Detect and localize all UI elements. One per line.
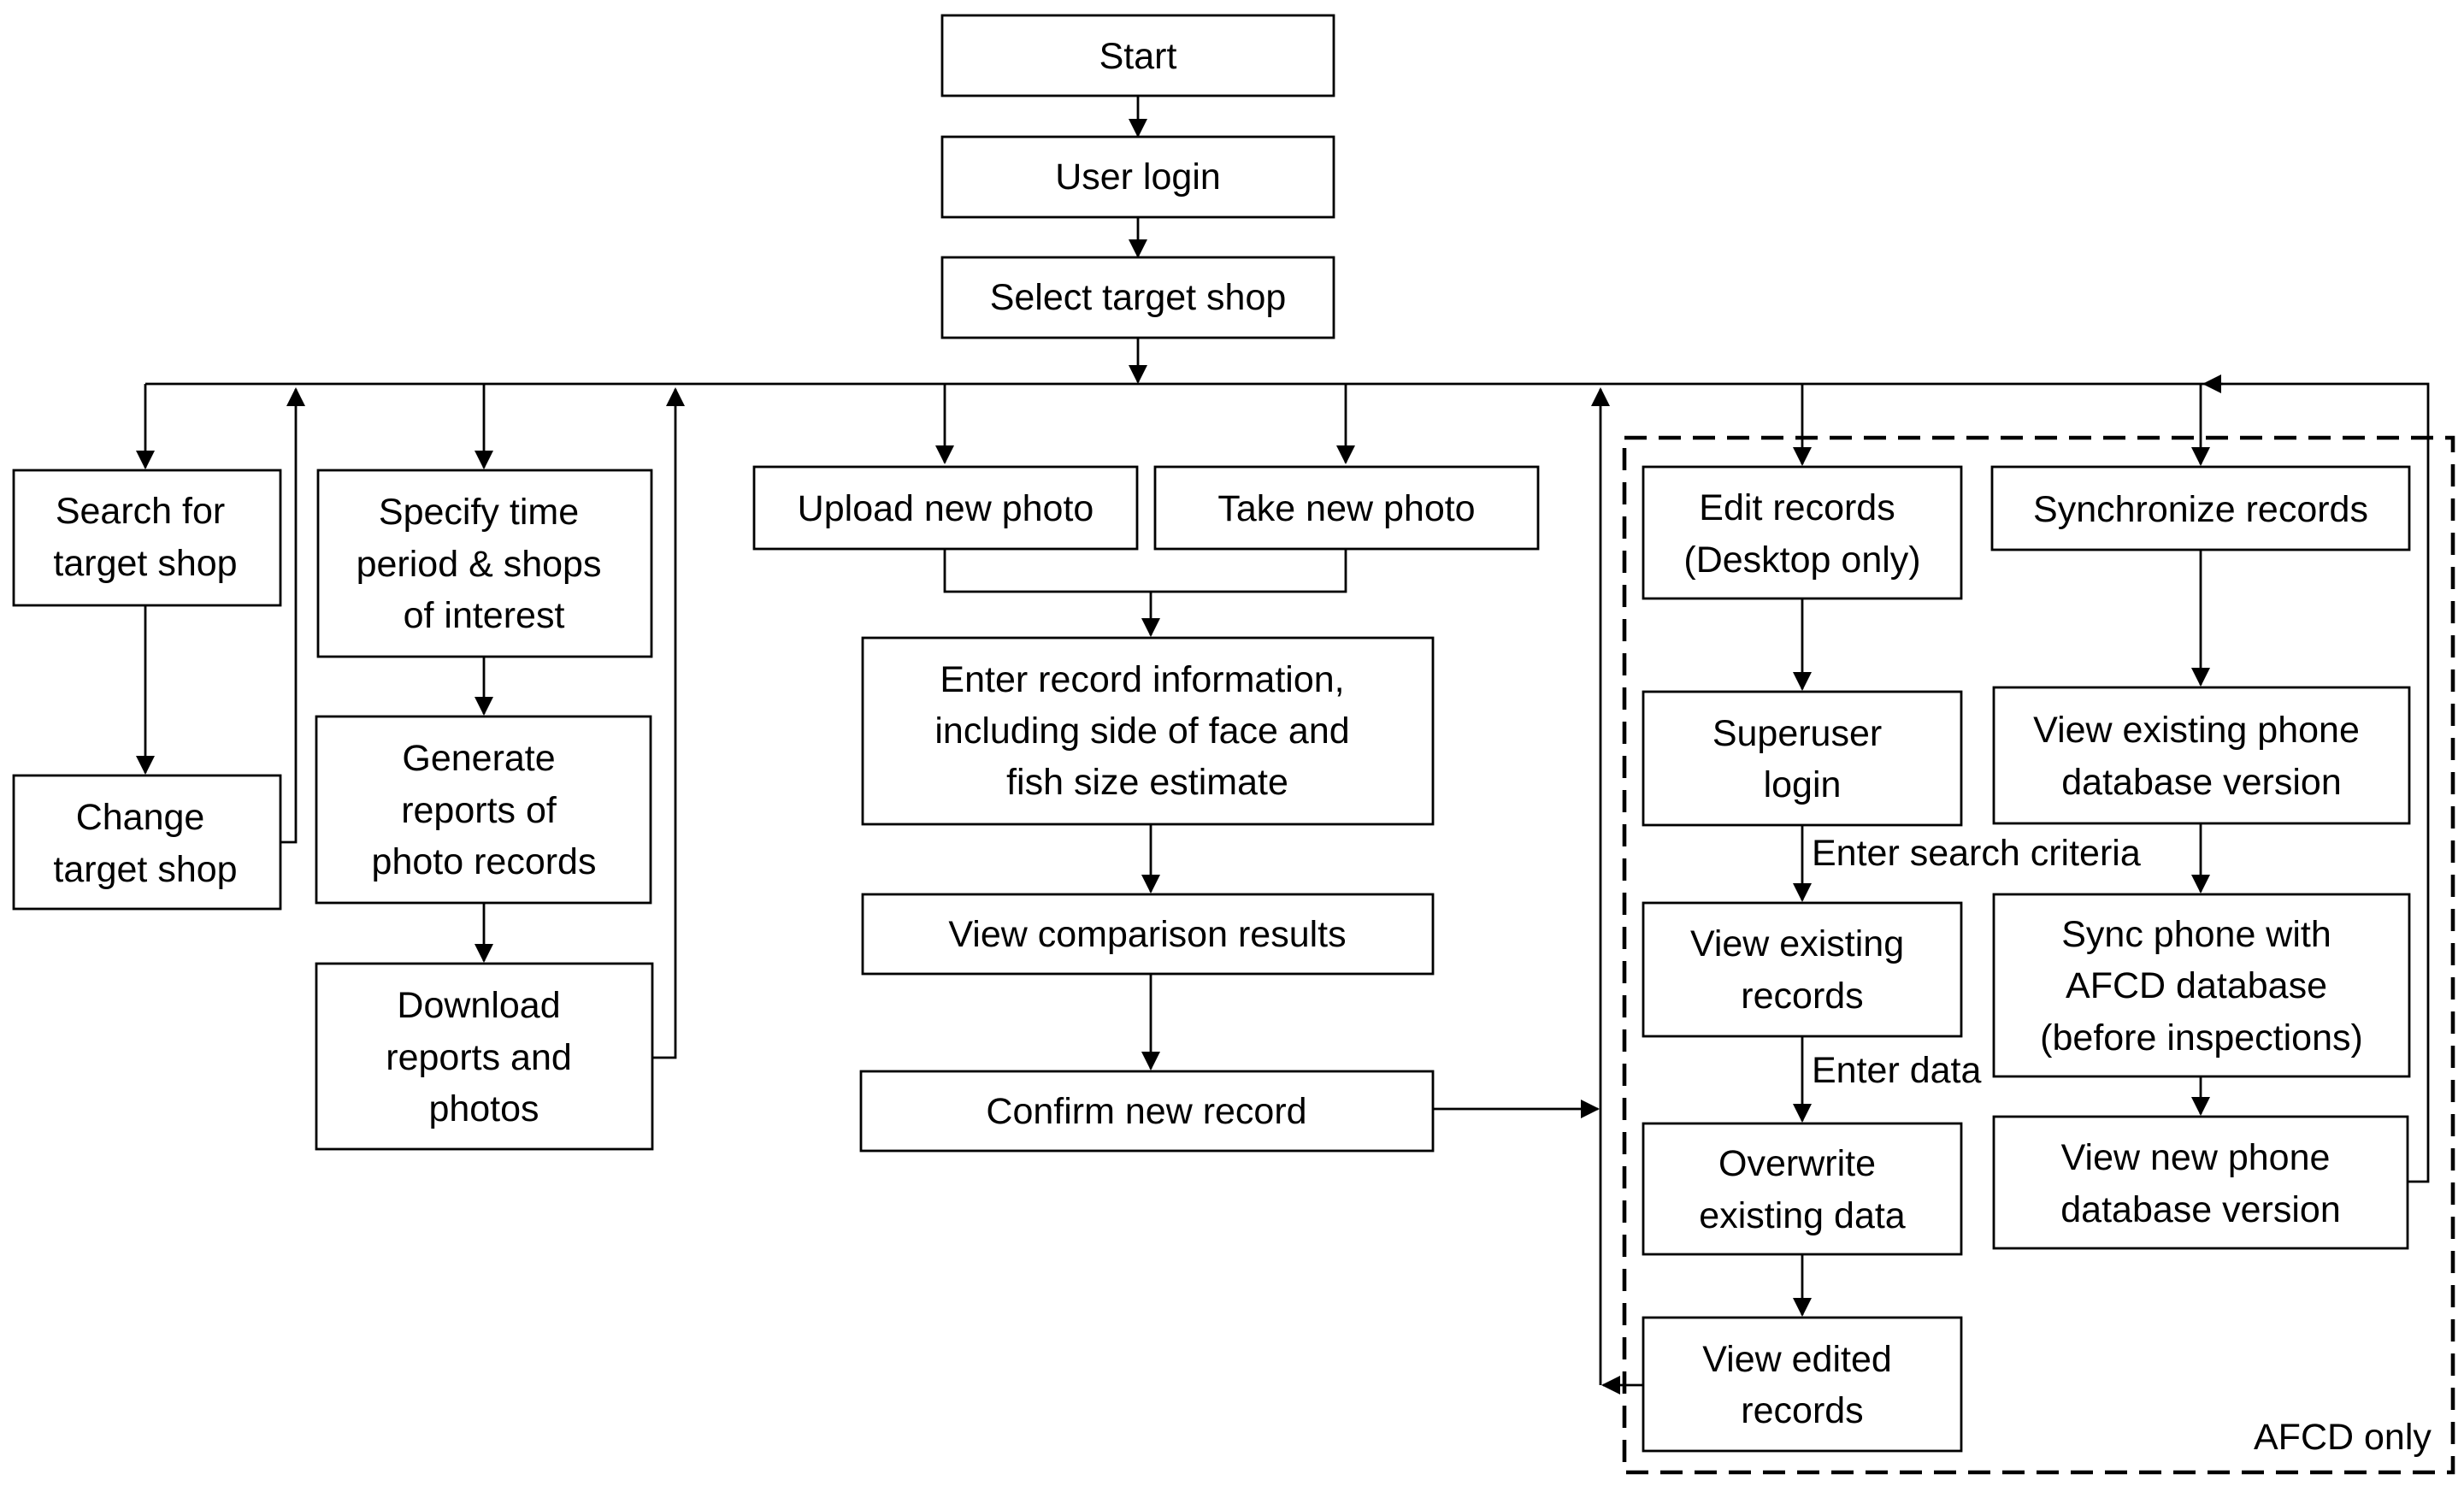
svg-text:View new phone database: View new phone database version [2060,1137,2341,1230]
node-user-login: User login [940,135,1335,219]
afcd-only-label: AFCD only [2254,1417,2432,1458]
node-view-edited-records: View edited records [1642,1316,1963,1453]
node-enter-record-information: Enter record information, including side… [861,636,1435,826]
node-edit-records: Edit records (Desktop only) [1642,465,1963,600]
svg-text:Enter record information,: Enter record information, including side… [934,659,1359,803]
svg-text:View existing records: View existing records [1690,923,1914,1017]
node-take-new-photo: Take new photo [1153,465,1540,551]
node-sync-phone-with-afcd: Sync phone with AFCD database (before in… [1992,893,2411,1078]
node-view-existing-records: View existing records [1642,901,1963,1038]
svg-text:Specify time period & sh: Specify time period & shops of interest [357,492,612,636]
svg-text:User login: User login [1055,156,1221,198]
node-view-comparison-results: View comparison results [861,893,1435,976]
node-upload-new-photo: Upload new photo [752,465,1139,551]
node-download-reports: Download reports and photos [315,962,654,1151]
svg-text:Sync phone with AFCD dat: Sync phone with AFCD database (before in… [2040,914,2363,1058]
node-change-target-shop: Change target shop [12,774,282,911]
node-synchronize-records: Synchronize records [1990,465,2411,551]
node-confirm-new-record: Confirm new record [859,1070,1435,1153]
svg-text:Confirm new record: Confirm new record [986,1091,1306,1132]
node-specify-time-period: Specify time period & shops of interest [316,469,653,658]
svg-text:Search for target shop: Search for target shop [53,491,237,584]
node-overwrite-existing-data: Overwrite existing data [1642,1122,1963,1256]
node-view-existing-phone-db: View existing phone database version [1992,686,2411,825]
svg-text:Synchronize records: Synchronize records [2033,489,2368,530]
node-start: Start [940,14,1335,97]
connectors [136,96,2430,1395]
edge-label-enter-data: Enter data [1812,1050,1981,1091]
svg-text:Select target shop: Select target shop [990,277,1287,318]
svg-text:Upload new photo: Upload new photo [798,488,1094,529]
svg-text:Overwrite existing data: Overwrite existing data [1699,1143,1906,1236]
svg-text:Start: Start [1099,36,1177,77]
svg-text:Edit records (Desktop on: Edit records (Desktop only) [1683,487,1920,581]
svg-text:View comparison results: View comparison results [948,914,1346,955]
afcd-only-region [1622,435,2455,1475]
node-select-target-shop: Select target shop [940,256,1335,339]
node-view-new-phone-db: View new phone database version [1992,1115,2409,1250]
node-generate-reports: Generate reports of photo records [315,715,652,905]
node-superuser-login: Superuser login [1642,690,1963,827]
svg-text:View edited records: View edited records [1702,1339,1901,1431]
svg-text:Generate reports of: Generate reports of photo records [372,738,597,882]
node-search-for-target-shop: Search for target shop [12,469,282,607]
svg-text:Take new photo: Take new photo [1217,488,1475,529]
edge-label-enter-search-criteria: Enter search criteria [1812,833,2141,874]
svg-text:Download reports and: Download reports and photos [386,985,581,1129]
svg-text:Superuser login: Superuser login [1712,713,1892,805]
svg-text:Change target shop: Change target shop [53,797,237,890]
svg-text:View existing phone data: View existing phone database version [2033,710,2370,803]
